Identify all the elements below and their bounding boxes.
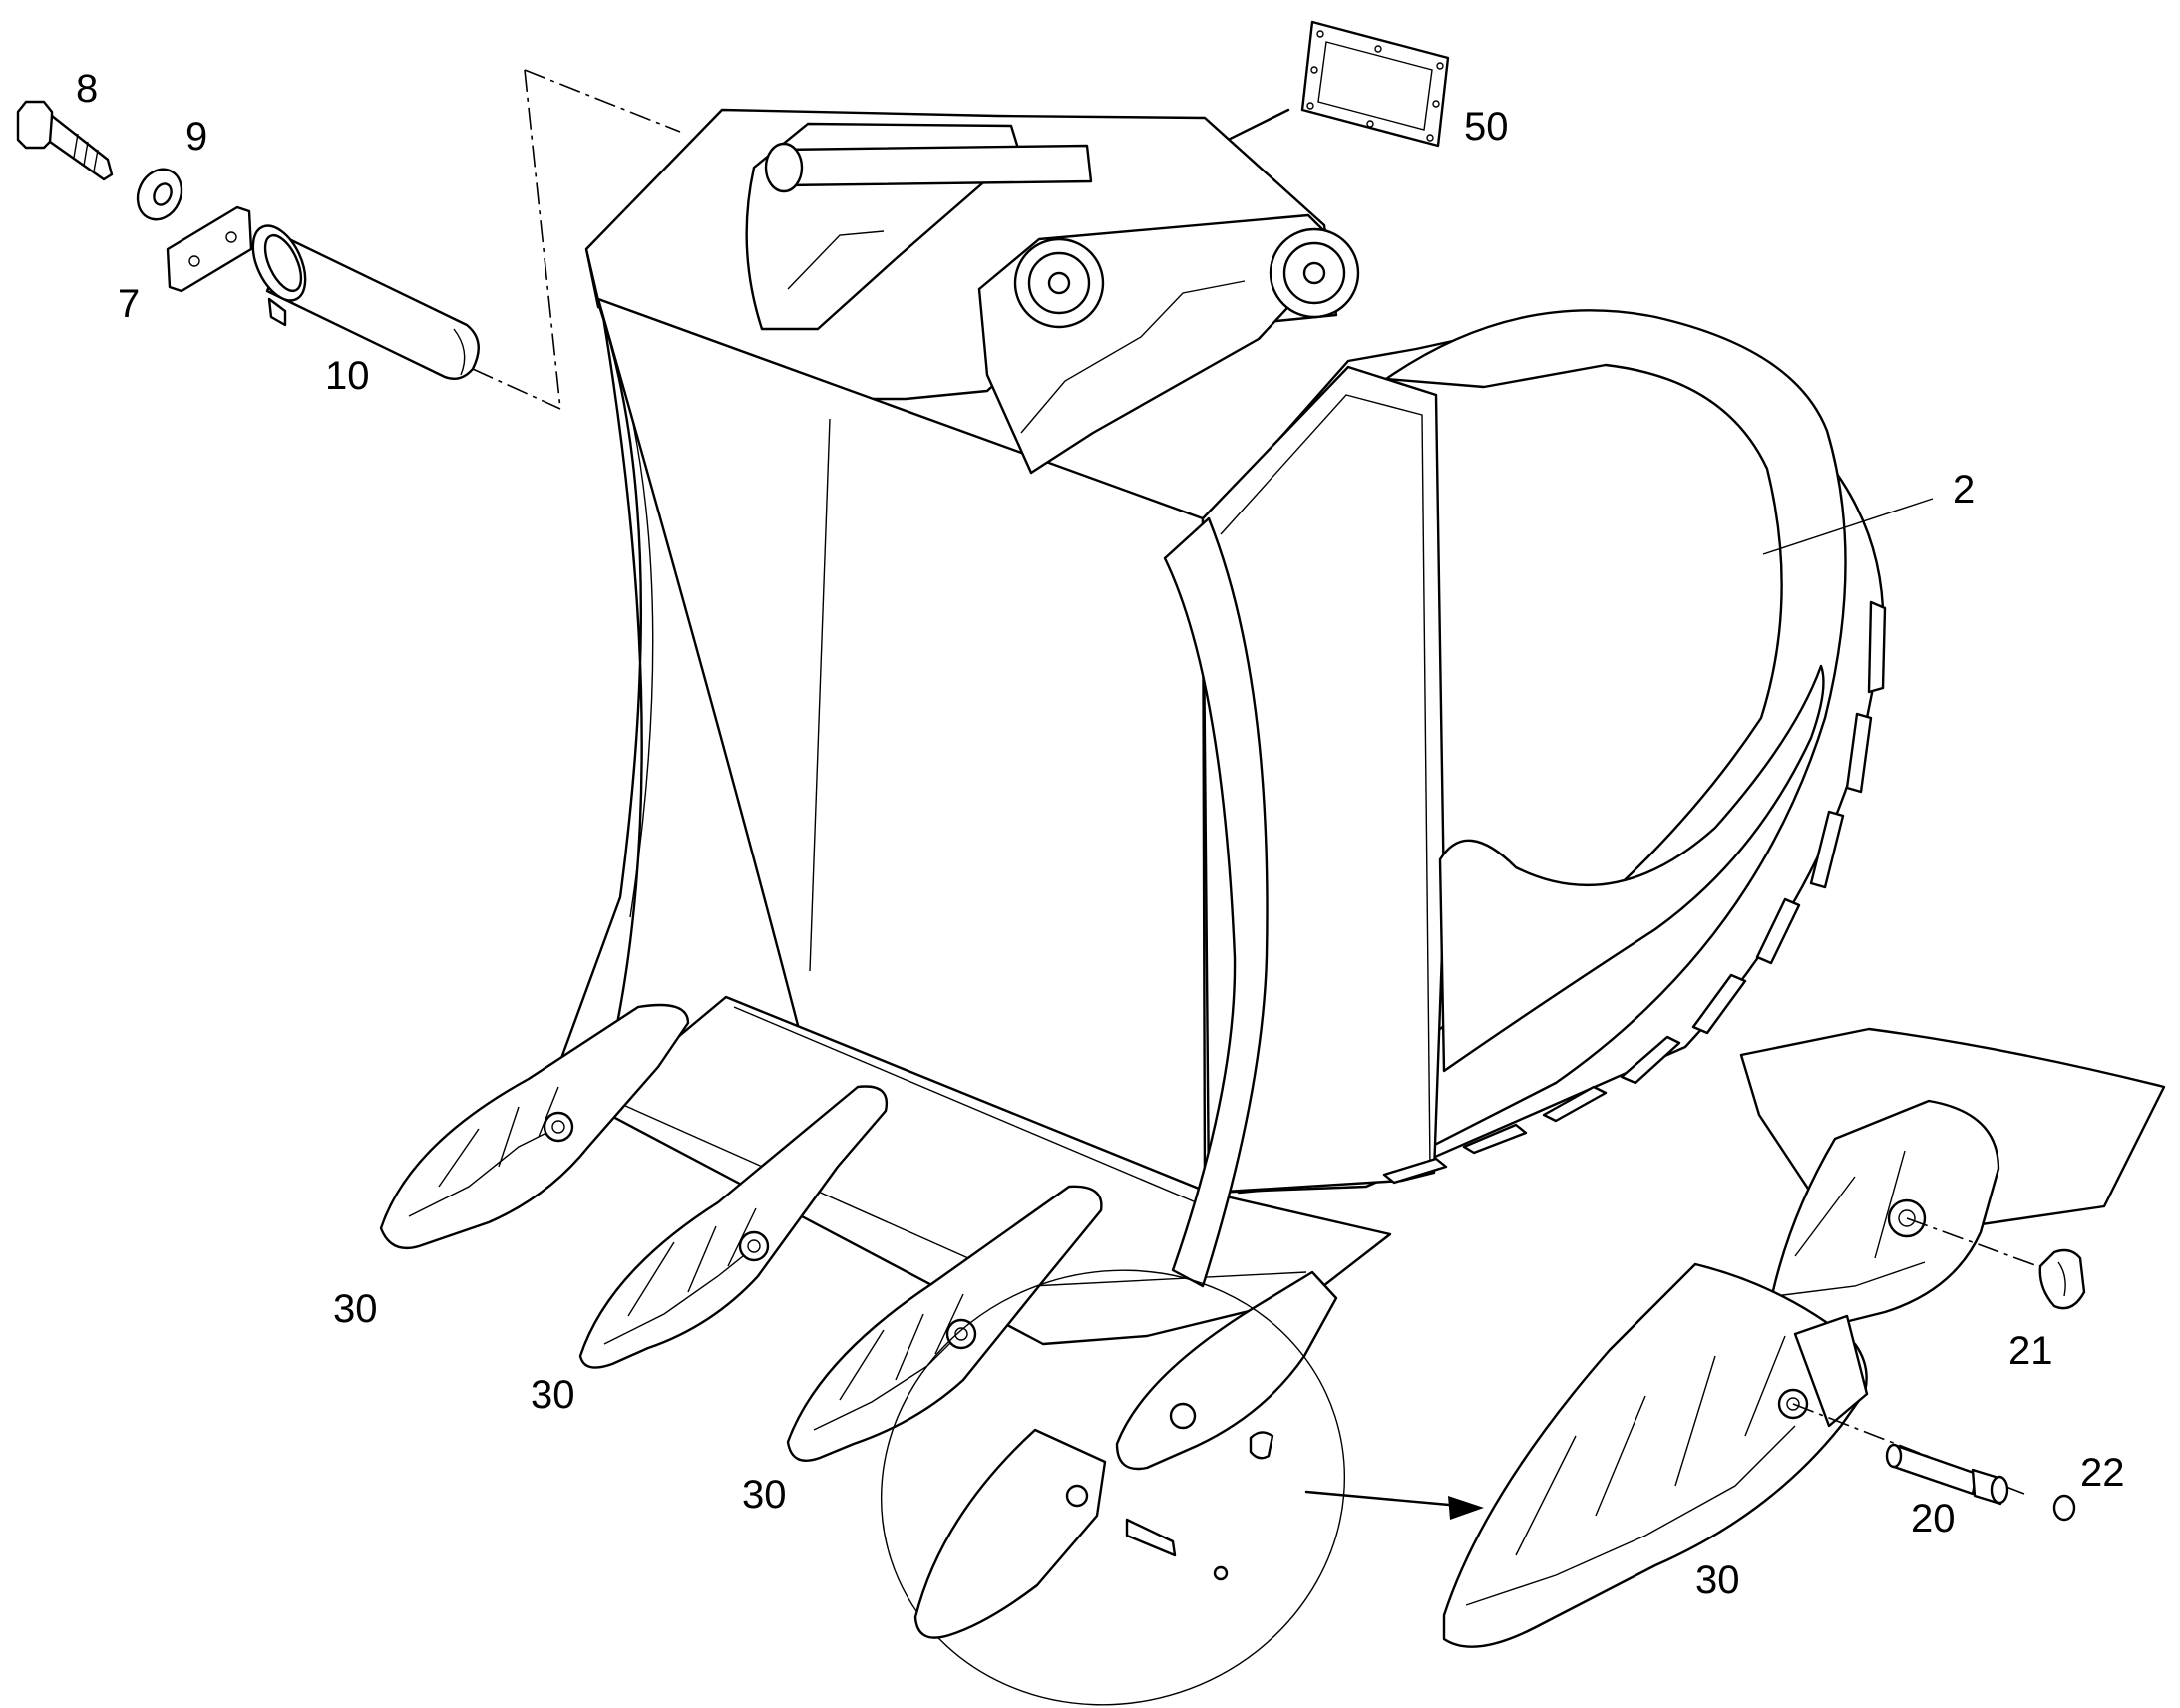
callout-10: 10 — [325, 354, 370, 398]
washer — [136, 168, 183, 221]
callout-22: 22 — [2080, 1451, 2125, 1495]
exploded-adapter — [1739, 1027, 2166, 1348]
bucket-body — [555, 108, 1887, 1346]
pin-alignment-line — [472, 69, 681, 410]
detail-circle — [880, 1269, 1484, 1706]
callout-7: 7 — [118, 282, 140, 326]
callout-20: 20 — [1911, 1497, 1956, 1540]
detail-tooth — [913, 1428, 1229, 1639]
tooth-1 — [379, 1003, 690, 1250]
pin — [251, 224, 480, 380]
tooth-adapter-4 — [1115, 1270, 1338, 1471]
detail-tooth-big — [1442, 1262, 2025, 1648]
callout-30-b: 30 — [531, 1373, 575, 1417]
plate — [166, 205, 253, 293]
retainer — [2038, 1248, 2086, 1310]
lock — [2052, 1494, 2076, 1522]
callout-2: 2 — [1953, 468, 1975, 512]
callout-9: 9 — [185, 115, 207, 159]
callout-21: 21 — [2008, 1329, 2053, 1373]
callout-50: 50 — [1464, 105, 1509, 149]
cover-plate — [1300, 20, 1450, 148]
tooth-2 — [578, 1085, 889, 1369]
callout-30-d: 30 — [1695, 1558, 1740, 1602]
tooth-3 — [786, 1185, 1103, 1462]
bolt — [16, 100, 114, 181]
callout-8: 8 — [76, 67, 98, 111]
callout-30-c: 30 — [742, 1473, 787, 1517]
tooth-pin — [1885, 1443, 2009, 1506]
leader-2 — [1762, 498, 1934, 555]
callout-30-a: 30 — [333, 1287, 378, 1331]
